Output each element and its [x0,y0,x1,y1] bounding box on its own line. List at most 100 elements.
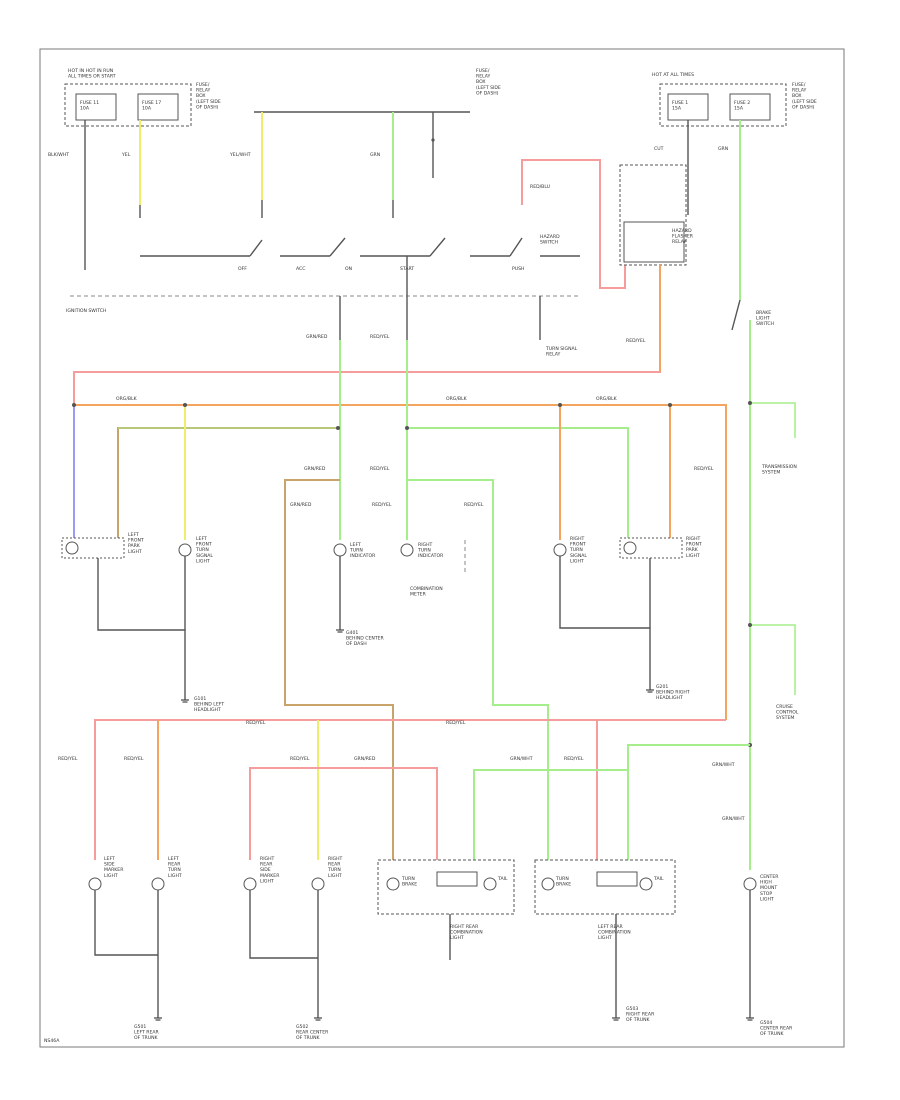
wire-label: CUT [654,146,664,152]
ground-icon [612,1017,620,1021]
wire-label: RED/YEL [446,720,466,726]
wire-label: GRN [718,146,728,152]
wire-label: RED/YEL [246,720,266,726]
wire-label: GRN/WHT [510,756,533,762]
wire-label: BLK/WHT [48,152,69,158]
wire-label: RED/BLU [530,184,550,190]
switch-acc-label: ACC [296,266,305,272]
rr-tail-label: TAIL [497,876,508,882]
right-fuse-box-hot-label: HOT AT ALL TIMES [652,72,694,78]
left-rear-turn [151,877,165,891]
wire-label: GRN/RED [304,466,326,472]
rear-bus-wires: RED/YEL RED/YEL RED/YEL RED/YEL RED/YEL … [58,719,750,860]
wire-label: RED/YEL [290,756,310,762]
wire-label: RED/YEL [370,334,390,340]
wire-label: RED/YEL [626,338,646,344]
ground-icon [181,699,189,703]
wire-label: RED/YEL [372,502,392,508]
wire-label: GRN/WHT [722,816,745,822]
wire-label: RED/YEL [124,756,144,762]
switch-push-label: PUSH [512,266,525,272]
wire-label: GRN/RED [290,502,312,508]
mid-bus-wires: ORG/BLK ORG/BLK ORG/BLK GRN/RED RED/YEL … [72,265,752,860]
wire-label: RED/YEL [58,756,78,762]
right-turn-indicator [400,543,414,557]
left-side-marker [88,877,102,891]
diagram-frame [39,48,845,1048]
wire-label: GRN/RED [354,756,376,762]
wire-label: ORG/BLK [116,396,138,402]
wire-label: RED/YEL [694,466,714,472]
figure-id: NS46A [44,1038,60,1044]
orange-bus [74,404,727,720]
top-wire-labels: BLK/WHT YEL YEL/WHT GRN RED/BLU CUT GRN [48,146,728,190]
ground-icon [646,689,654,693]
ground-icon [154,1017,162,1021]
red-yel-bus [73,265,661,405]
center-high-mount-stop [743,877,757,891]
switch-on-label: ON [345,266,352,272]
ground-icon [746,1017,754,1021]
wire-label: ORG/BLK [596,396,618,402]
wire-label: RED/YEL [564,756,584,762]
ignition-switch-label: IGNITION SWITCH [66,308,106,314]
wire-label: YEL [121,152,131,158]
switch-off-label: OFF [238,266,247,272]
right-rear-turn [311,877,325,891]
wire-label: GRN [370,152,380,158]
lf-park-light [61,537,125,559]
ground-icon [314,1017,322,1021]
wire-label: YEL/WHT [229,152,251,158]
wire-label: RED/YEL [464,502,484,508]
red-wire-hazard [521,159,626,289]
lr-tail-label: TAIL [653,876,664,882]
ground-icon [336,629,344,633]
lf-turn-light [178,543,192,557]
right-side-marker [243,877,257,891]
wire-label: GRN/WHT [712,762,735,768]
wire-label: RED/YEL [370,466,390,472]
wire-label: GRN/RED [306,334,328,340]
rf-turn-light [553,543,567,557]
ground-symbols [154,629,754,1021]
